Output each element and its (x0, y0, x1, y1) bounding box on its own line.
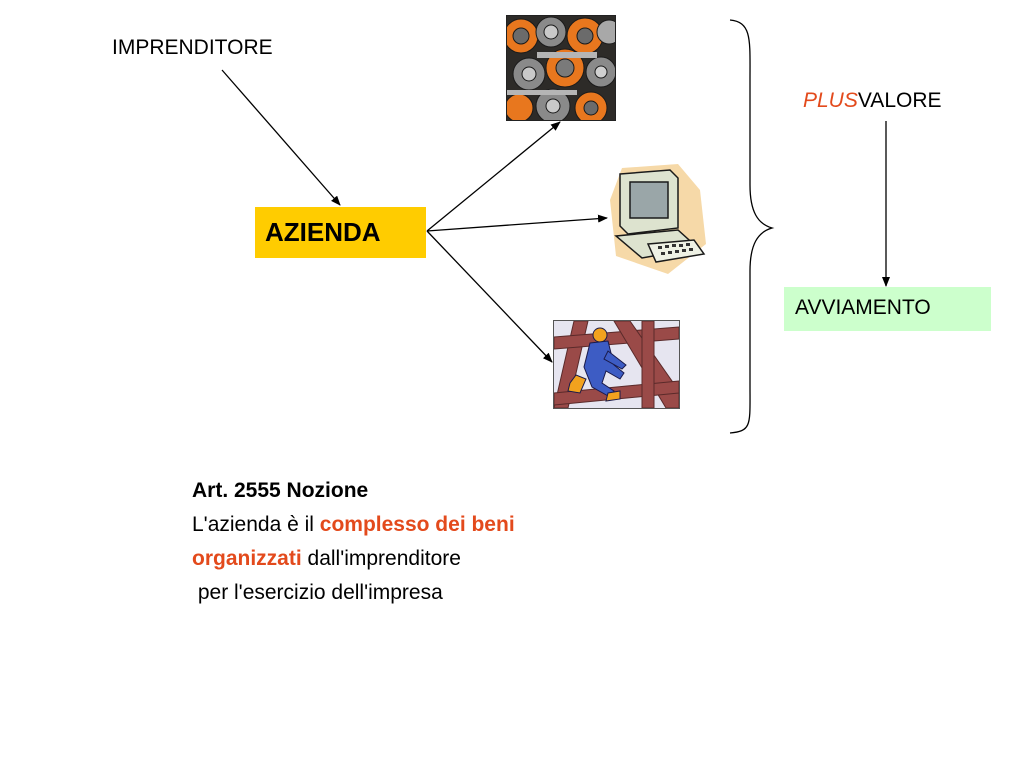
article-line-1-highlight: complesso dei beni (319, 513, 515, 536)
article-line-2-highlight: organizzati (192, 547, 302, 570)
worker-icon (553, 320, 680, 409)
article-line-1: L'azienda è il complesso dei beni (192, 508, 515, 542)
arrow-azienda-gears (426, 121, 561, 232)
imprenditore-label: IMPRENDITORE (112, 36, 273, 59)
computer-icon (608, 160, 710, 276)
azienda-label: AZIENDA (265, 217, 381, 247)
right-brace (729, 19, 775, 434)
article-line-3: per l'esercizio dell'impresa (192, 581, 443, 604)
arrow-imprenditore-azienda (221, 69, 341, 206)
gears-icon (506, 15, 616, 121)
plus-text: PLUS (803, 89, 858, 112)
avviamento-box (784, 287, 991, 331)
article-line-1-prefix: L'azienda è il (192, 513, 320, 536)
article-title: Art. 2555 Nozione (192, 479, 369, 502)
arrow-azienda-worker (426, 230, 553, 363)
article-line-2: organizzati dall'imprenditore (192, 542, 515, 576)
azienda-box (255, 207, 426, 258)
article-text: Art. 2555 Nozione L'azienda è il comples… (192, 474, 515, 610)
avviamento-label: AVVIAMENTO (795, 296, 931, 319)
plusvalore-label: PLUSVALORE (803, 89, 942, 113)
article-line-2-suffix: dall'imprenditore (301, 547, 461, 570)
valore-text: VALORE (857, 89, 942, 112)
arrow-azienda-computer (426, 214, 608, 232)
